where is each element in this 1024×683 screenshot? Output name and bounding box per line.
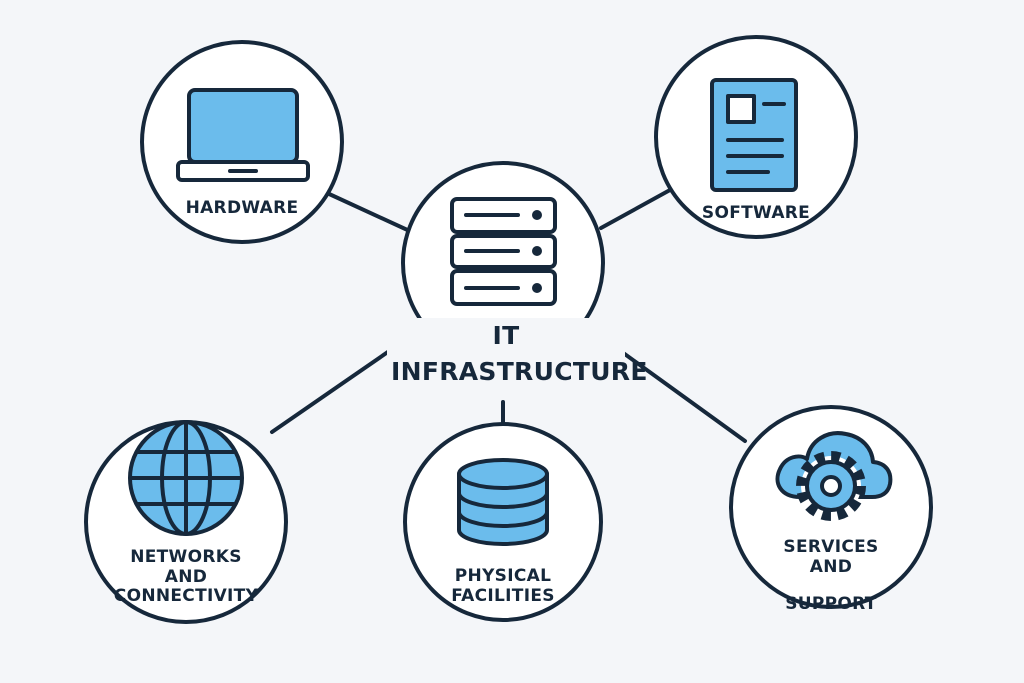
globe-icon <box>128 420 244 536</box>
label-hardware-text: HARDWARE <box>185 198 299 218</box>
label-services-line2: AND <box>809 556 853 577</box>
label-facilities-line2: FACILITIES <box>451 585 555 606</box>
center-title-line2: INFRASTRUCTURE <box>391 357 648 387</box>
center-title-line1: IT <box>492 321 520 350</box>
label-services-line3: SUPPORT <box>785 594 877 615</box>
label-facilities: PHYSICAL FACILITIES <box>403 566 603 606</box>
label-facilities-line1: PHYSICAL <box>454 566 552 586</box>
label-hardware: HARDWARE <box>142 198 342 219</box>
label-services: SERVICES AND SUPPORT <box>731 537 931 615</box>
label-software: SOFTWARE <box>656 203 856 224</box>
center-title: IT INFRASTRUCTURE <box>387 318 648 391</box>
label-networks-line2: AND <box>164 566 208 587</box>
server-icon <box>450 197 557 306</box>
connector-hardware <box>325 191 416 235</box>
connector-software <box>599 188 672 230</box>
cloud-gear-icon <box>775 431 893 521</box>
label-networks-line3: CONNECTIVITY <box>113 586 259 607</box>
document-icon <box>710 78 798 192</box>
database-icon <box>457 458 549 546</box>
label-software-text: SOFTWARE <box>701 203 811 223</box>
label-networks-line1: NETWORKS <box>130 547 242 567</box>
label-services-line1: SERVICES <box>783 537 879 557</box>
gear-icon <box>796 451 866 521</box>
laptop-icon <box>176 88 310 182</box>
label-networks: NETWORKS AND CONNECTIVITY <box>86 547 286 607</box>
